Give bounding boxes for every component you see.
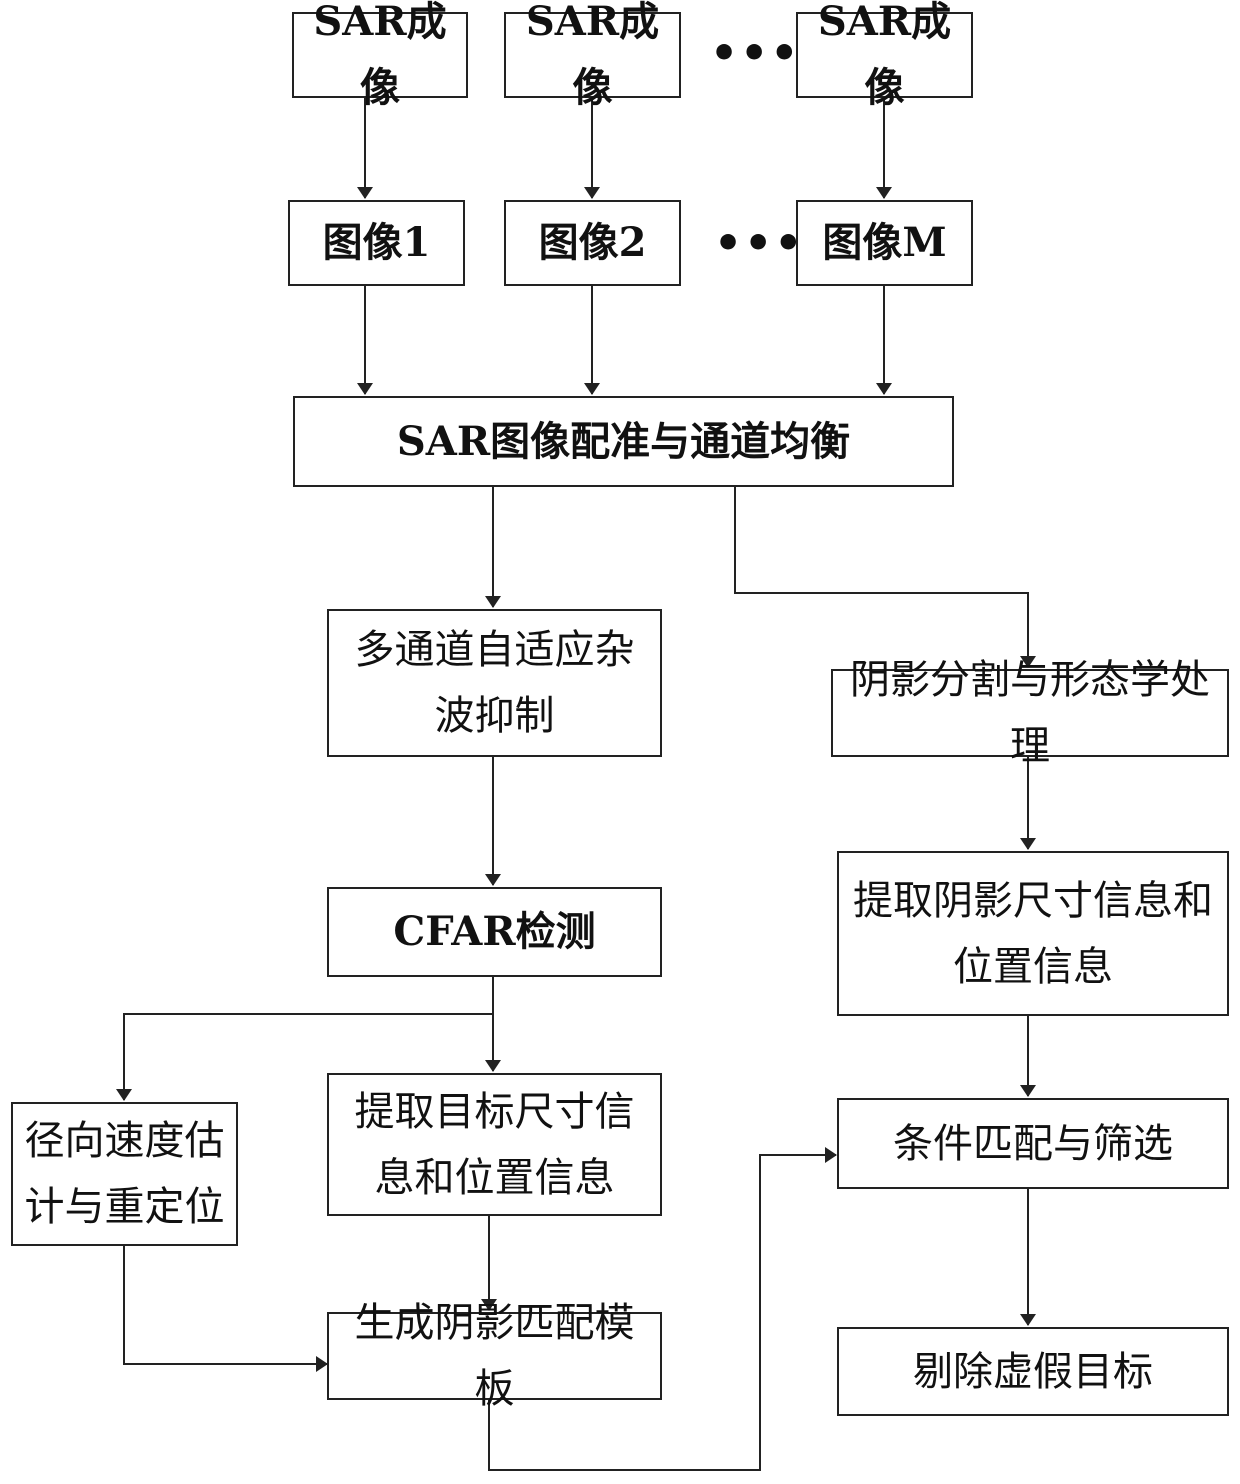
extract-shadow-info-box: 提取阴影尺寸信息和位置信息 <box>837 851 1229 1016</box>
condition-matching-label: 条件匹配与筛选 <box>893 1120 1173 1167</box>
sar-imaging-label-2: SAR成像 <box>525 0 660 111</box>
cfar-detection-box: CFAR检测 <box>327 887 662 977</box>
shadow-template-label: 生成阴影匹配模板 <box>354 1300 635 1412</box>
arrow-cfar-velocity <box>116 1013 493 1101</box>
image-label-m: 图像M <box>822 219 947 266</box>
ellipsis-row-2: ••• <box>714 218 805 269</box>
extract-shadow-info-label: 提取阴影尺寸信息和位置信息 <box>853 877 1213 990</box>
clutter-suppression-box: 多通道自适应杂波抑制 <box>327 609 662 757</box>
remove-false-targets-label: 剔除虚假目标 <box>913 1348 1153 1395</box>
arrow-reg-shadowseg <box>734 487 1036 668</box>
extract-target-info-label: 提取目标尺寸信息和位置信息 <box>354 1088 635 1201</box>
registration-label: SAR图像配准与通道均衡 <box>396 417 851 465</box>
arrow-template-matching <box>488 1147 837 1471</box>
sar-imaging-label-m: SAR成像 <box>817 0 952 111</box>
clutter-suppression-label: 多通道自适应杂波抑制 <box>354 627 635 739</box>
image-box-2: 图像2 <box>504 200 681 286</box>
image-box-1: 图像1 <box>288 200 465 286</box>
sar-imaging-box-1: SAR成像 <box>292 0 468 111</box>
condition-matching-box: 条件匹配与筛选 <box>837 1098 1229 1189</box>
sar-imaging-box-m: SAR成像 <box>796 0 973 111</box>
image-label-2: 图像2 <box>538 219 647 266</box>
velocity-relocation-box: 径向速度估计与重定位 <box>11 1102 238 1246</box>
arrow-velocity-template <box>123 1246 328 1372</box>
ellipsis-row-1: ••• <box>710 28 801 79</box>
shadow-segmentation-box: 阴影分割与形态学处理 <box>831 657 1229 769</box>
shadow-segmentation-label: 阴影分割与形态学处理 <box>850 657 1210 769</box>
image-box-m: 图像M <box>796 200 973 286</box>
velocity-relocation-label: 径向速度估计与重定位 <box>24 1118 225 1230</box>
registration-box: SAR图像配准与通道均衡 <box>293 396 954 487</box>
sar-imaging-box-2: SAR成像 <box>504 0 681 111</box>
cfar-detection-label: CFAR检测 <box>393 908 596 955</box>
extract-target-info-box: 提取目标尺寸信息和位置信息 <box>327 1073 662 1216</box>
image-label-1: 图像1 <box>322 219 431 266</box>
sar-imaging-label-1: SAR成像 <box>313 0 447 111</box>
remove-false-targets-box: 剔除虚假目标 <box>837 1327 1229 1416</box>
shadow-template-box: 生成阴影匹配模板 <box>327 1300 662 1412</box>
